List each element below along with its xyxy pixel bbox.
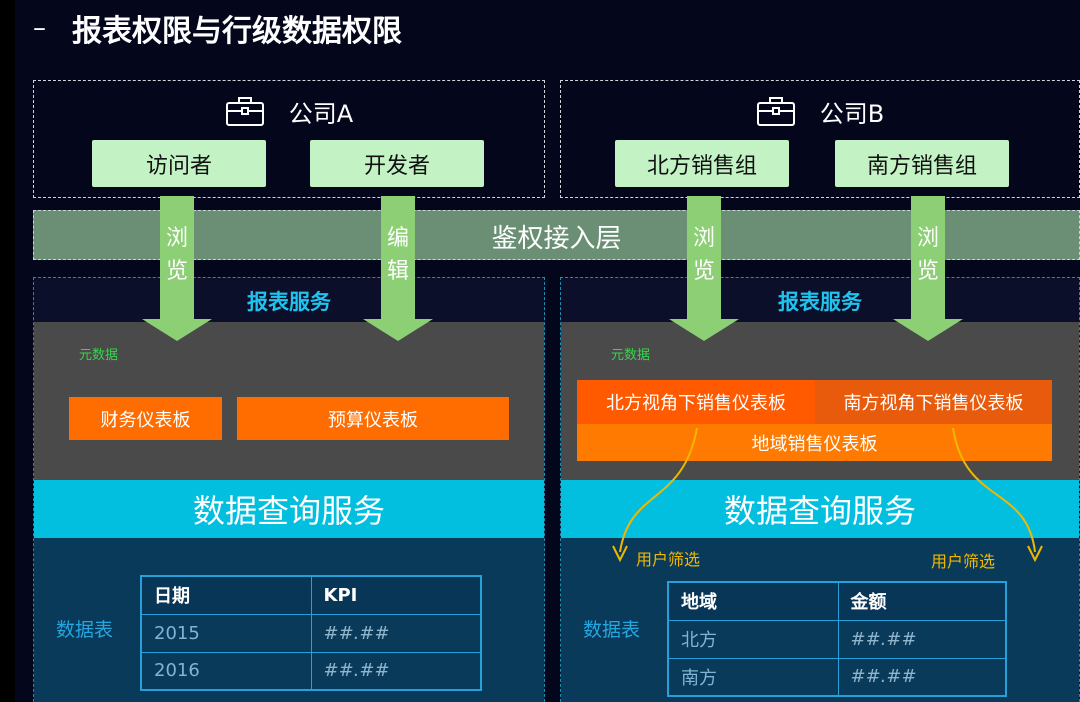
user-filter-label-right: 用户筛选: [931, 552, 996, 571]
table-row: 2016 ##.##: [140, 651, 482, 691]
data-query-service: 数据查询服务: [561, 480, 1079, 538]
table-row: 南方 ##.##: [667, 657, 1007, 697]
table-row: 2015 ##.##: [140, 613, 482, 653]
company-a-name: 公司A: [288, 99, 354, 128]
north-sales-dashboard: 北方视角下销售仪表板: [577, 380, 815, 424]
role-visitor: 访问者: [92, 140, 266, 187]
company-a-panel: 报表服务 元数据 财务仪表板 预算仪表板 数据查询服务 数据表 日期 KPI 2…: [33, 277, 545, 702]
page-title: – 报表权限与行级数据权限: [33, 8, 402, 49]
role-south-sales: 南方销售组: [835, 140, 1009, 187]
table-cell: ##.##: [310, 651, 482, 691]
metadata-label: 元数据: [611, 348, 651, 363]
company-b-block: 公司B 北方销售组 南方销售组: [560, 80, 1080, 198]
table-header-cell: KPI: [310, 575, 482, 615]
company-b-name: 公司B: [819, 99, 885, 128]
user-filter-label-left: 用户筛选: [636, 550, 701, 569]
data-table: 地域 金额 北方 ##.## 南方 ##.##: [667, 581, 1007, 697]
table-cell: 南方: [667, 657, 839, 697]
report-service-label: 报表服务: [247, 290, 331, 314]
role-north-sales: 北方销售组: [615, 140, 789, 187]
data-query-service: 数据查询服务: [34, 480, 544, 538]
diagram-canvas: – 报表权限与行级数据权限 公司A 访问者 开发者 公司B 北方: [15, 0, 1080, 702]
data-table-label: 数据表: [583, 619, 641, 641]
arrow-label-edit: 编 辑: [386, 226, 409, 284]
table-cell: 2015: [140, 613, 312, 653]
table-cell: ##.##: [837, 619, 1007, 659]
arrow-label-browse: 浏 览: [165, 226, 188, 284]
budget-dashboard: 预算仪表板: [237, 397, 509, 440]
table-header-cell: 金额: [837, 581, 1007, 621]
company-a-header: 公司A: [34, 91, 544, 131]
company-b-panel: 报表服务 元数据 北方视角下销售仪表板 南方视角下销售仪表板 地域销售仪表板 数…: [560, 277, 1080, 702]
company-a-block: 公司A 访问者 开发者: [33, 80, 545, 198]
finance-dashboard: 财务仪表板: [69, 397, 222, 440]
data-table: 日期 KPI 2015 ##.## 2016 ##.##: [140, 575, 482, 691]
metadata-label: 元数据: [79, 348, 119, 363]
table-cell: ##.##: [310, 613, 482, 653]
table-cell: ##.##: [837, 657, 1007, 697]
region-sales-dashboard: 地域销售仪表板: [577, 424, 1052, 461]
table-header-cell: 地域: [667, 581, 839, 621]
table-header-cell: 日期: [140, 575, 312, 615]
briefcase-icon: [225, 97, 264, 126]
table-row: 北方 ##.##: [667, 619, 1007, 659]
briefcase-icon: [756, 97, 795, 126]
table-cell: 北方: [667, 619, 839, 659]
data-table-label: 数据表: [56, 619, 114, 641]
title-dash: –: [33, 13, 46, 43]
south-sales-dashboard: 南方视角下销售仪表板: [815, 380, 1052, 424]
table-cell: 2016: [140, 651, 312, 691]
company-b-header: 公司B: [561, 91, 1079, 131]
arrow-label-browse: 浏 览: [916, 226, 939, 284]
table-header-row: 日期 KPI: [140, 575, 482, 615]
role-developer: 开发者: [310, 140, 484, 187]
report-service-label: 报表服务: [778, 290, 862, 314]
title-text: 报表权限与行级数据权限: [72, 14, 402, 49]
arrow-label-browse: 浏 览: [692, 226, 715, 284]
table-header-row: 地域 金额: [667, 581, 1007, 621]
auth-layer-label: 鉴权接入层: [491, 223, 622, 254]
